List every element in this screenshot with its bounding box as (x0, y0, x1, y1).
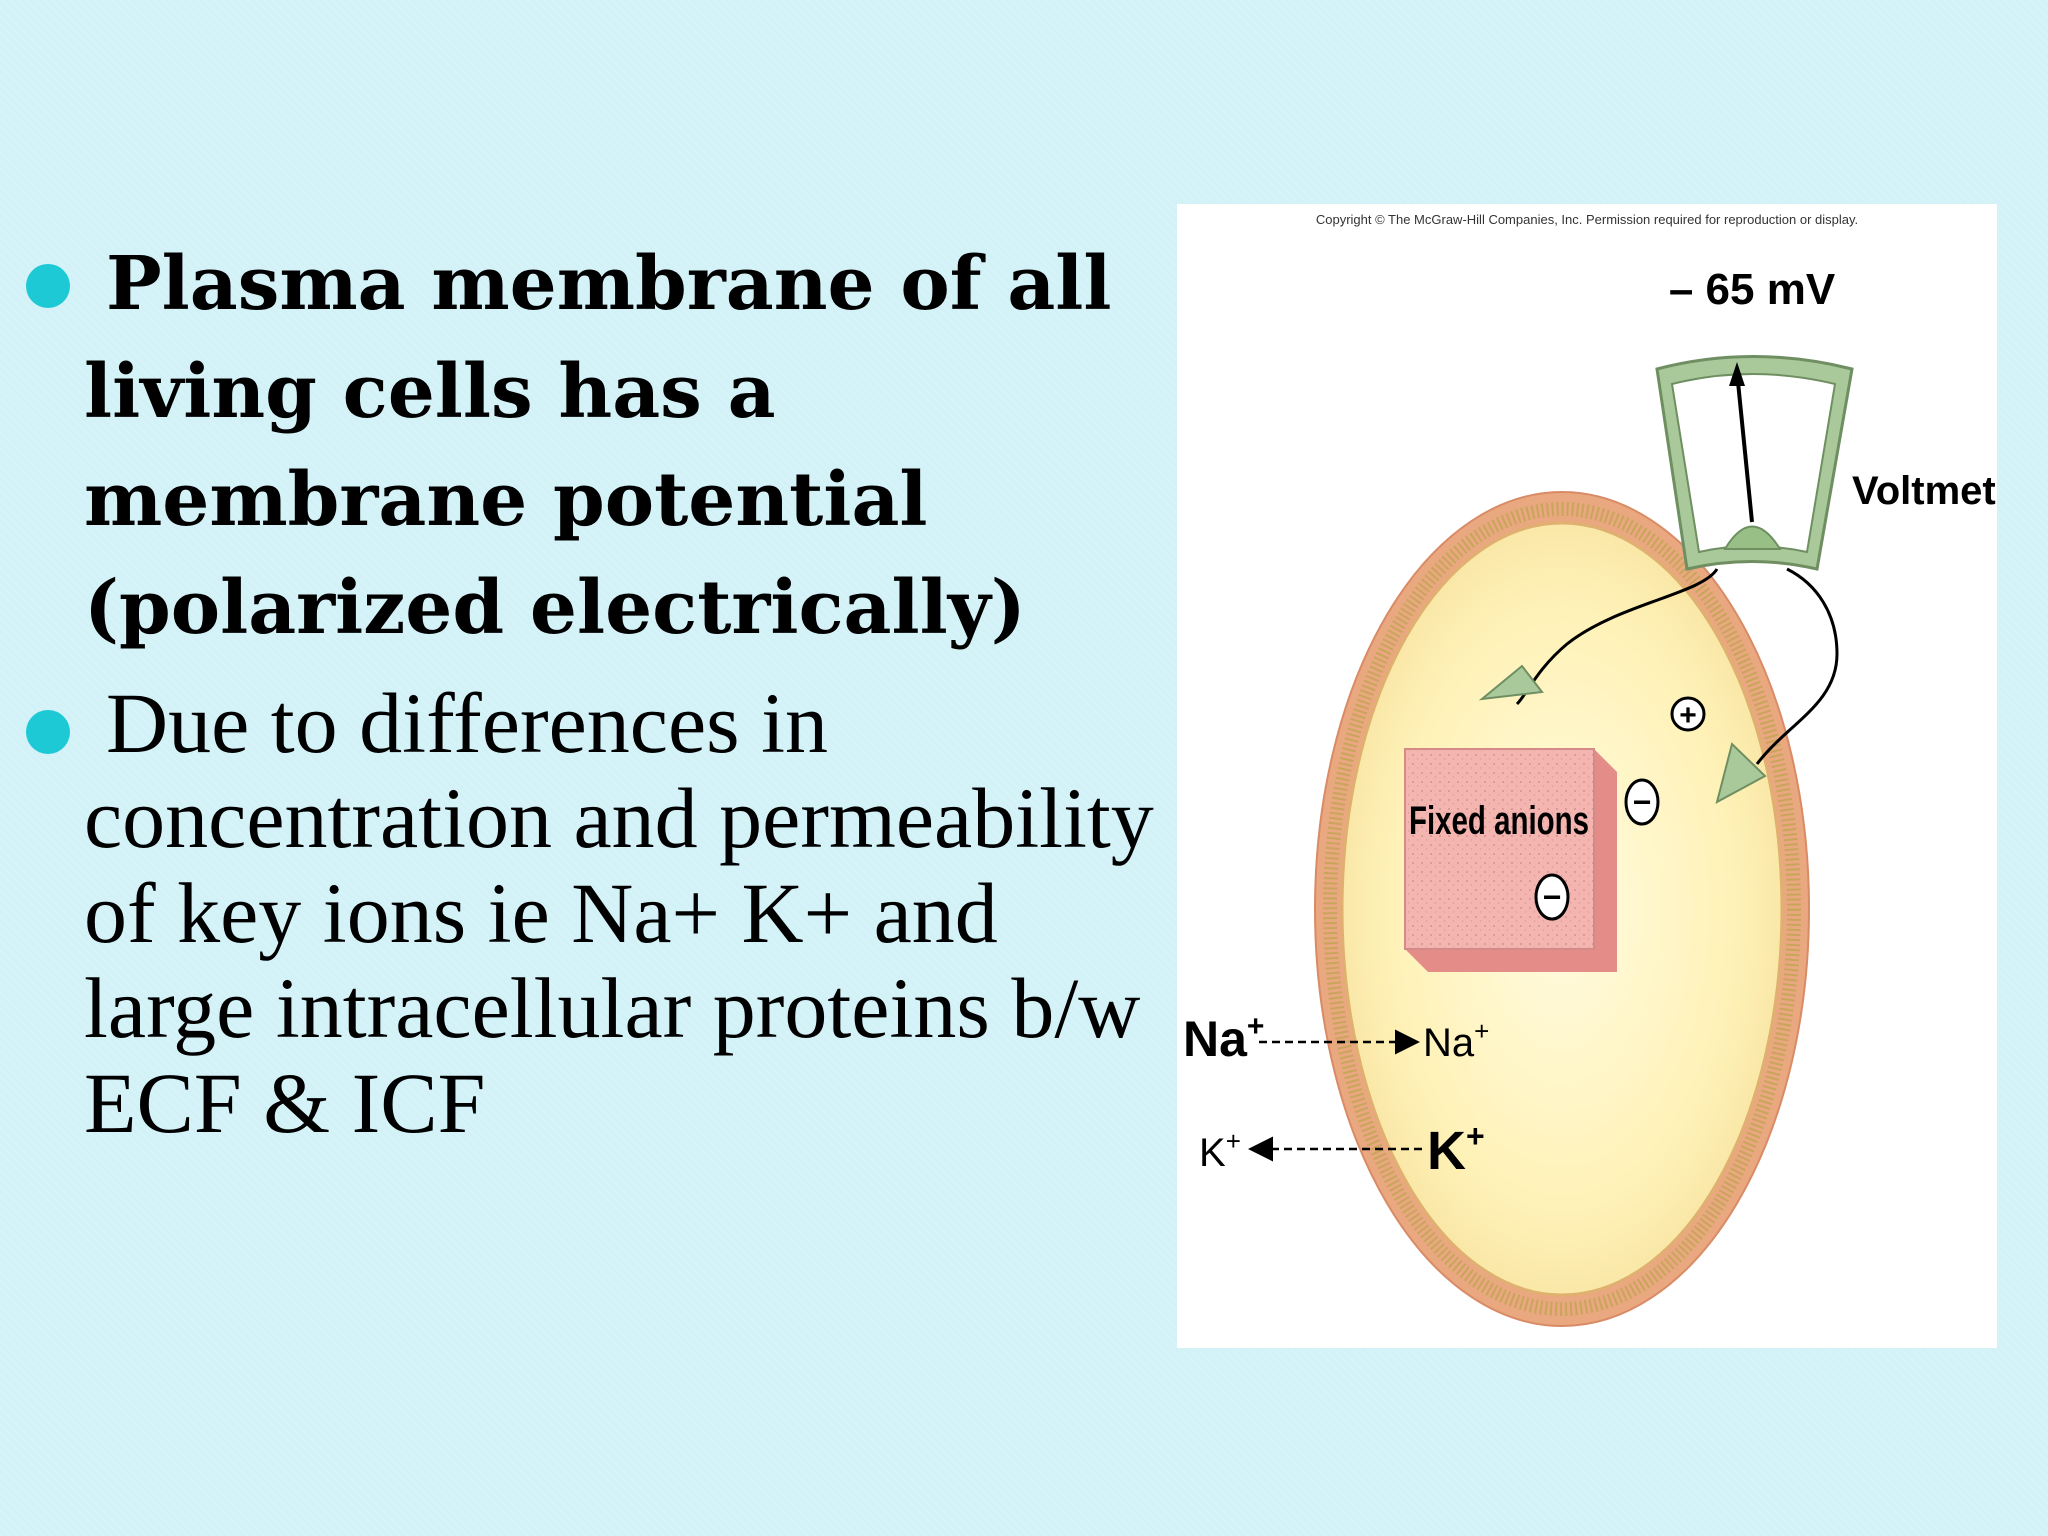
figure-svg: Copyright © The McGraw-Hill Companies, I… (1183, 212, 1997, 1327)
voltage-reading: – 65 mV (1669, 265, 1836, 314)
voltmeter-needle (1735, 371, 1754, 523)
na-outside-label: Na+ (1183, 1010, 1264, 1067)
voltmeter-pivot (1723, 525, 1782, 550)
anion-box-texture (1405, 749, 1594, 949)
na-inside-label: Na+ (1423, 1016, 1489, 1065)
negative-charge-sign: − (1543, 879, 1562, 915)
bullet-text: Plasma membrane of all living cells has … (84, 241, 1112, 651)
k-inside-label: K+ (1427, 1118, 1485, 1181)
voltmeter-dial-face (1670, 373, 1837, 554)
bullet-text: Due to differences in concentration and … (84, 675, 1154, 1151)
voltmeter-label: Voltmeter (1852, 469, 1997, 513)
bullet-dot-icon (26, 710, 70, 754)
copyright-notice: Copyright © The McGraw-Hill Companies, I… (1316, 212, 1858, 227)
negative-charge-membrane-icon (1624, 778, 1660, 826)
positive-charge-icon (1670, 696, 1706, 732)
bullet-item-ion-differences: Due to differences in concentration and … (20, 676, 1170, 1151)
needle-tip-icon (1729, 362, 1745, 386)
membrane-lipid-layer (1323, 502, 1801, 1316)
k-outside-label: K+ (1199, 1126, 1241, 1175)
electrode-wire-outside (1755, 567, 1839, 765)
negative-charge-sign: − (1633, 784, 1652, 820)
fixed-anions-label: Fixed anions (1409, 799, 1589, 843)
electrode-inside-icon (1478, 664, 1544, 701)
bullet-dot-icon (26, 264, 70, 308)
membrane-potential-figure: Copyright © The McGraw-Hill Companies, I… (1177, 204, 1997, 1348)
bullet-list: Plasma membrane of all living cells has … (20, 230, 1170, 1165)
negative-charge-anion-icon (1534, 873, 1570, 921)
electrode-outside-icon (1715, 742, 1767, 804)
bullet-item-membrane-potential: Plasma membrane of all living cells has … (20, 230, 1170, 662)
positive-charge-sign: + (1679, 699, 1697, 732)
